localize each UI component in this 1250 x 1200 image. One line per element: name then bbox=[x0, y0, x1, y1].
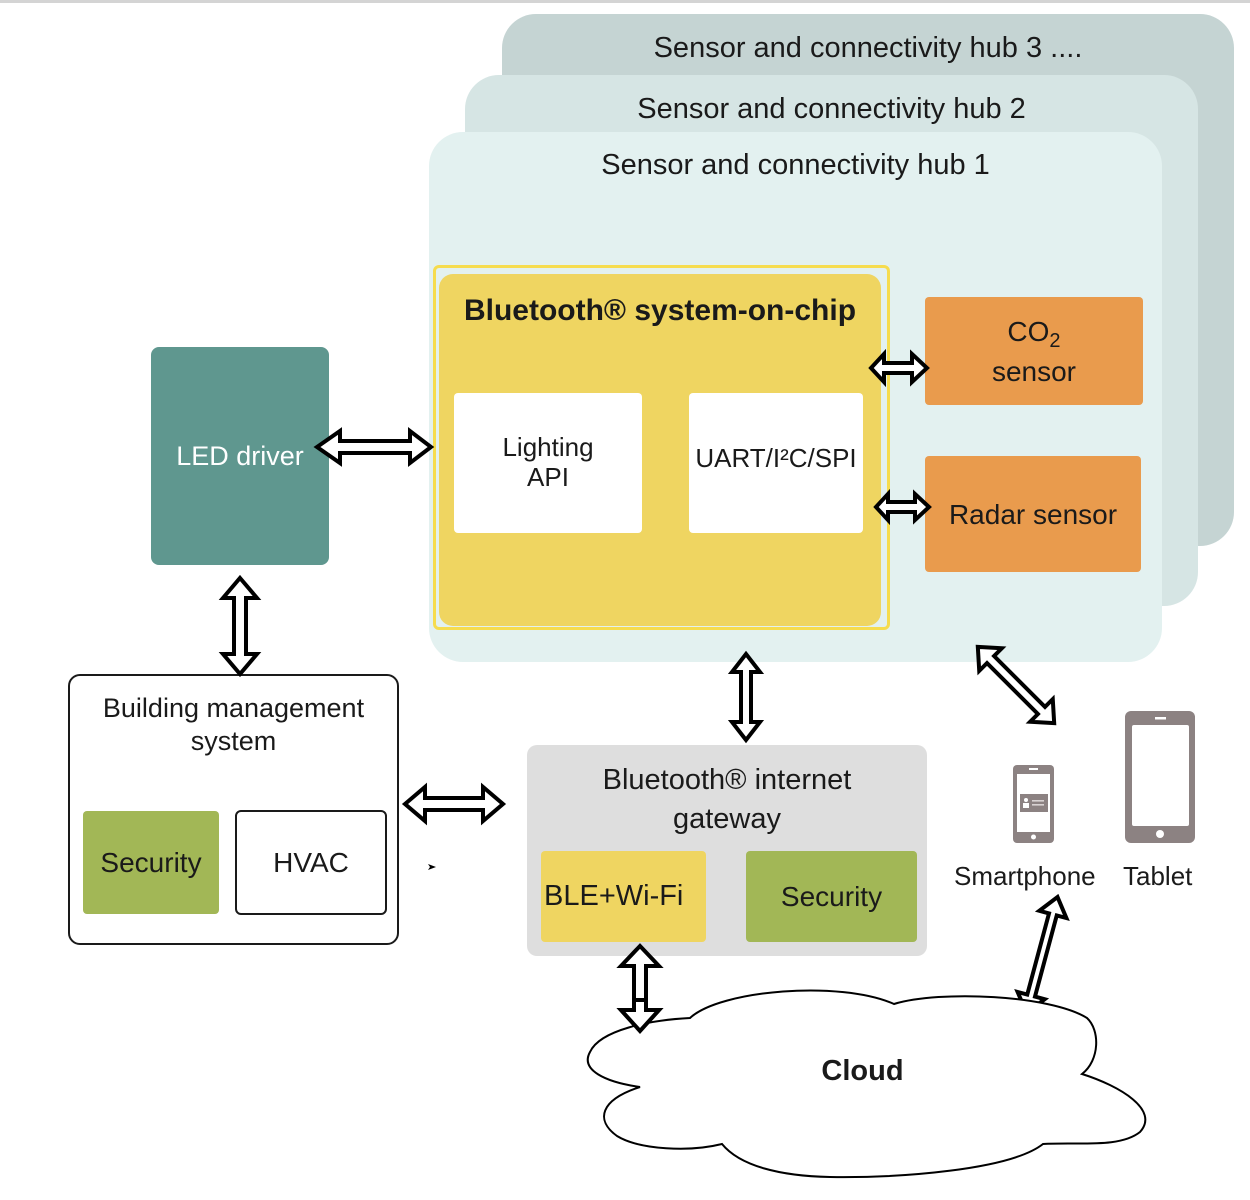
arrow-led-soc bbox=[313, 426, 435, 468]
tablet-label: Tablet bbox=[1123, 861, 1193, 891]
led-driver-label: LED driver bbox=[176, 440, 304, 471]
radar-sensor-label: Radar sensor bbox=[948, 498, 1118, 530]
bms-title-line1: Building management bbox=[102, 693, 365, 723]
gateway-title-line2: gateway bbox=[672, 803, 781, 836]
co2-label-subscript: 2 bbox=[1049, 329, 1061, 352]
lighting-api-label-1: Lighting bbox=[502, 432, 594, 463]
bms-security-block: Security bbox=[83, 811, 219, 914]
tablet-icon bbox=[1125, 711, 1195, 843]
uart-label: UART/I²C/SPI bbox=[695, 443, 857, 474]
smartphone-icon bbox=[1013, 765, 1054, 843]
co2-sensor-block: CO2 sensor bbox=[925, 297, 1143, 405]
arrow-soc-co2 bbox=[868, 348, 930, 388]
arrow-smartphone-cloud bbox=[1014, 893, 1070, 1017]
bms-title-line2: system bbox=[190, 725, 277, 756]
arrow-hub-gateway bbox=[727, 650, 765, 744]
hvac-block: HVAC bbox=[235, 810, 387, 915]
uart-i2c-spi-block: UART/I²C/SPI bbox=[689, 393, 863, 533]
lighting-api-label-2: API bbox=[527, 462, 569, 492]
lighting-api-block: Lighting API bbox=[454, 393, 642, 533]
hub-2-title: Sensor and connectivity hub 2 bbox=[637, 93, 1026, 125]
soc-title: Bluetooth® system-on-chip bbox=[463, 294, 857, 327]
building-management-block: Building management system bbox=[68, 674, 399, 945]
hub-3-title: Sensor and connectivity hub 3 .... bbox=[653, 32, 1083, 64]
co2-label-line2: sensor bbox=[991, 355, 1077, 387]
stray-marker-icon bbox=[428, 864, 436, 870]
smartphone-label: Smartphone bbox=[954, 861, 1096, 891]
arrow-hub-smartphone bbox=[975, 644, 1057, 726]
arrow-led-bms bbox=[218, 574, 262, 678]
arrow-bms-gateway bbox=[401, 782, 507, 826]
arrow-gateway-cloud-tip bbox=[616, 998, 664, 1034]
gateway-title-line1: Bluetooth® internet bbox=[602, 764, 852, 796]
cloud-label: Cloud bbox=[821, 1055, 904, 1087]
ble-wifi-block: BLE+Wi-Fi bbox=[541, 851, 706, 942]
co2-label-prefix: CO bbox=[1007, 315, 1050, 347]
top-border bbox=[0, 0, 1250, 3]
gateway-security-label: Security bbox=[780, 880, 883, 912]
bms-security-label: Security bbox=[100, 846, 202, 878]
arrow-soc-radar bbox=[873, 488, 932, 526]
radar-sensor-block: Radar sensor bbox=[925, 456, 1141, 572]
led-driver-block: LED driver bbox=[151, 347, 329, 565]
hub-1-title: Sensor and connectivity hub 1 bbox=[601, 149, 990, 181]
cloud-shape bbox=[587, 989, 1147, 1179]
gateway-security-block: Security bbox=[746, 851, 917, 942]
ble-wifi-label: BLE+Wi-Fi bbox=[544, 880, 684, 912]
hvac-label: HVAC bbox=[273, 846, 349, 878]
